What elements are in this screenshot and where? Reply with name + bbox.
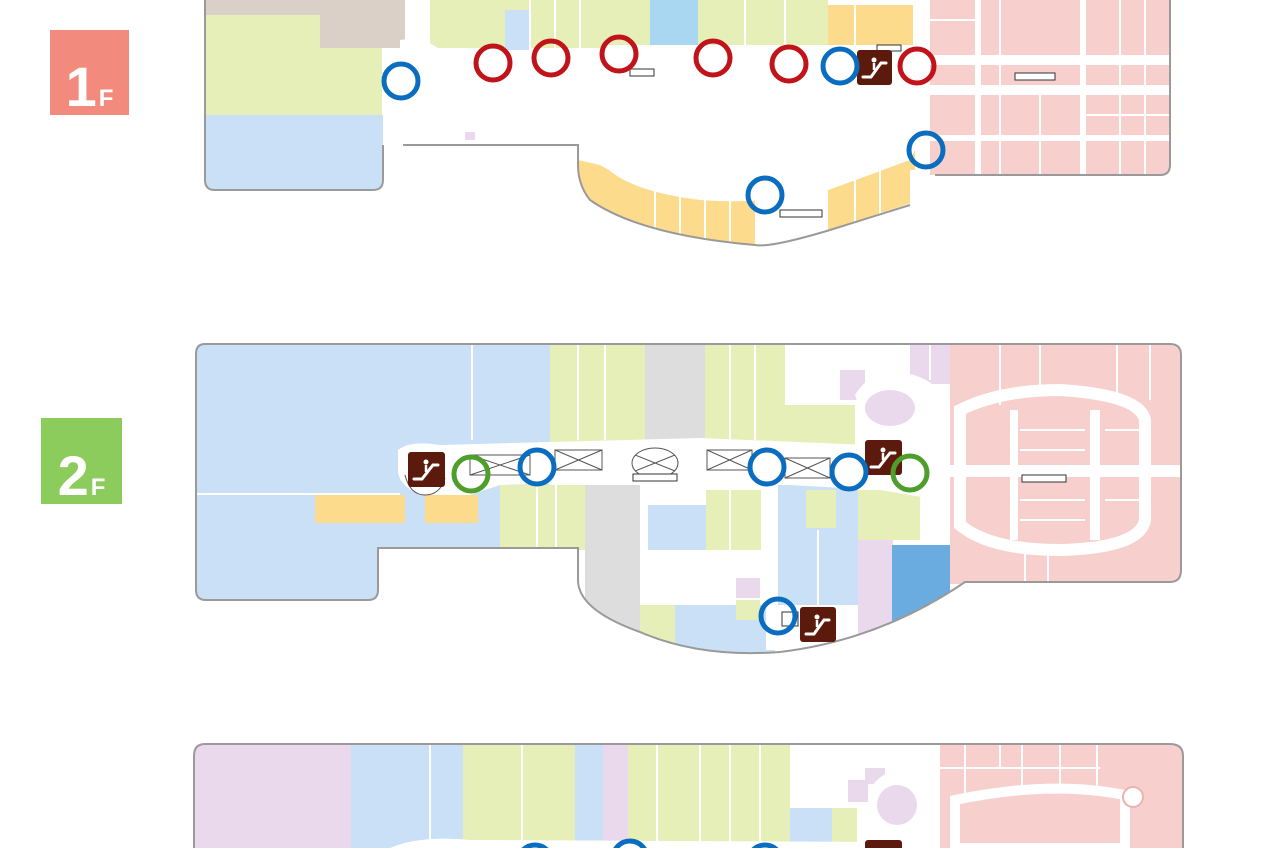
store-block (351, 744, 463, 848)
store-block (736, 600, 760, 620)
corridor (975, 0, 981, 175)
store-block (478, 490, 496, 522)
store-block (575, 744, 603, 848)
escalator-icon (408, 452, 445, 487)
stairs-icons-1f (629, 44, 1056, 218)
store-block (828, 5, 913, 45)
floor-plan-2f (196, 344, 1181, 654)
corridor (954, 383, 1151, 557)
escalator-icon (865, 840, 902, 848)
store-block (806, 490, 836, 528)
store-block (320, 48, 382, 115)
floor-plan-1f (205, 0, 1170, 246)
store-block (832, 808, 857, 848)
atrium (865, 390, 915, 426)
floor-badge-1f: 1 F (50, 30, 129, 115)
store-block (315, 495, 405, 523)
store-block (640, 605, 675, 654)
store-block (194, 744, 351, 848)
atrium (1122, 786, 1144, 808)
red-marker[interactable] (897, 46, 937, 86)
store-block (205, 15, 320, 115)
escalator-icon (857, 50, 892, 85)
blue-marker[interactable] (518, 842, 552, 848)
blue-marker[interactable] (517, 447, 557, 487)
corridor (950, 465, 1181, 477)
floor-badge-2f: 2 F (41, 418, 122, 504)
shop-dividers (429, 744, 1100, 848)
blue-marker[interactable] (820, 46, 860, 86)
store-block (736, 578, 760, 598)
shop-dividers (196, 344, 1151, 605)
store-block (705, 344, 785, 444)
corridor (766, 480, 778, 650)
blue-marker[interactable] (906, 130, 946, 170)
green-marker[interactable] (890, 453, 930, 493)
markers-3f (518, 838, 782, 848)
shop-dividers (499, 0, 1170, 243)
store-block (858, 490, 920, 540)
floor-plan-3f (194, 744, 1183, 848)
green-marker[interactable] (451, 454, 491, 494)
store-block (790, 808, 832, 848)
escalator-icon (800, 607, 836, 642)
store-block (578, 160, 755, 245)
store-block (648, 505, 706, 550)
stairs-icon (1021, 474, 1067, 483)
corridor (1080, 0, 1086, 175)
store-block (550, 344, 645, 444)
blue-marker[interactable] (747, 447, 787, 487)
blue-marker[interactable] (829, 452, 869, 492)
floor-number: 1 (65, 55, 97, 118)
red-marker[interactable] (693, 38, 733, 78)
markers-1f (381, 34, 946, 215)
floor-number: 2 (57, 444, 89, 507)
store-block (500, 485, 585, 550)
floor-suffix: F (90, 474, 106, 501)
corridor (1010, 410, 1018, 540)
store-block (628, 744, 790, 848)
stairs-icon (629, 68, 655, 77)
store-block (463, 744, 575, 848)
blue-marker[interactable] (745, 175, 785, 215)
store-block (650, 0, 698, 45)
stairs-icon (1014, 72, 1056, 81)
markers-2f (451, 447, 930, 636)
store-block (706, 490, 761, 550)
store-block (505, 10, 530, 50)
store-block (848, 780, 868, 802)
floor-outline-3f (193, 743, 1184, 848)
corridor (930, 55, 1170, 65)
red-marker[interactable] (531, 38, 571, 78)
floor-outline-1f (204, 0, 1171, 247)
atrium (877, 785, 917, 825)
store-block (785, 405, 855, 445)
stairs-icon (779, 209, 823, 218)
escalator-icon (865, 440, 902, 475)
blue-marker[interactable] (758, 596, 798, 636)
store-block (892, 545, 950, 635)
store-block (698, 0, 828, 45)
blue-marker[interactable] (381, 61, 421, 101)
red-marker[interactable] (473, 43, 513, 83)
corridor (930, 135, 1170, 141)
store-block (465, 132, 475, 140)
corridor (930, 85, 1170, 95)
red-marker[interactable] (769, 44, 809, 84)
corridor (1090, 410, 1100, 540)
corridor (640, 100, 775, 140)
store-block (205, 115, 383, 195)
floor-suffix: F (98, 85, 114, 112)
store-block (425, 495, 480, 523)
blue-marker[interactable] (748, 842, 782, 848)
stairs-icon (632, 473, 678, 482)
store-block (645, 344, 705, 444)
store-block (603, 744, 628, 848)
blue-marker[interactable] (613, 838, 647, 848)
floor-outline-2f (195, 343, 1182, 655)
red-marker[interactable] (599, 34, 639, 74)
